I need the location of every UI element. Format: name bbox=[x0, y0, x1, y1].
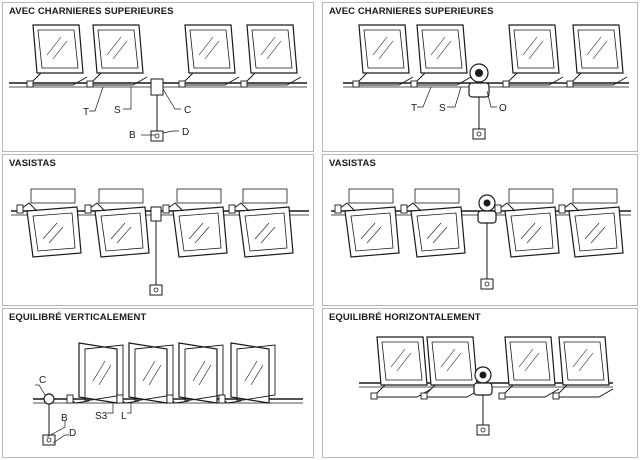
window-icon bbox=[162, 188, 228, 258]
panel-vertical-pivot: EQUILIBRÉ VERTICALEMENT bbox=[2, 308, 314, 458]
window-icon bbox=[86, 24, 148, 88]
label-s: S bbox=[114, 105, 121, 116]
window-icon bbox=[420, 336, 482, 400]
gear-motor-icon bbox=[468, 63, 490, 129]
window-icon bbox=[26, 24, 88, 88]
gear-motor-icon bbox=[473, 366, 493, 425]
top-hung-manual-diagram: T S C B D bbox=[9, 24, 307, 142]
window-icon bbox=[178, 24, 240, 88]
label-d: D bbox=[69, 428, 76, 439]
vertical-pivot-diagram: C S3 L B D bbox=[33, 342, 303, 446]
window-icon bbox=[498, 336, 560, 400]
label-b: B bbox=[129, 130, 136, 141]
window-icon bbox=[166, 342, 224, 404]
label-o: O bbox=[499, 103, 507, 114]
window-icon bbox=[116, 342, 174, 404]
leader-lines bbox=[89, 86, 181, 136]
label-d: D bbox=[182, 127, 189, 138]
window-icon bbox=[84, 188, 150, 258]
wall-plate-icon bbox=[149, 284, 163, 296]
window-icon bbox=[558, 188, 624, 258]
window-icon bbox=[400, 188, 466, 258]
window-icon bbox=[66, 342, 124, 404]
pulley-icon bbox=[43, 393, 55, 435]
label-b: B bbox=[61, 413, 68, 424]
panel-top-hung-manual: AVEC CHARNIERES SUPERIEURES bbox=[2, 2, 314, 152]
leader-lines bbox=[35, 384, 132, 444]
wall-plate-icon bbox=[480, 278, 494, 290]
window-icon bbox=[552, 336, 614, 400]
top-hung-motor-diagram: T S O bbox=[343, 24, 629, 140]
panel-top-hung-motor: AVEC CHARNIERES SUPERIEURES bbox=[322, 2, 638, 152]
window-icon bbox=[352, 24, 414, 88]
window-icon bbox=[228, 188, 294, 258]
panel-bottom-hung-manual: VASISTAS bbox=[2, 154, 314, 306]
label-c: C bbox=[39, 375, 46, 386]
window-icon bbox=[502, 24, 564, 88]
gear-motor-icon bbox=[477, 194, 497, 279]
window-icon bbox=[494, 188, 560, 258]
panel-title: AVEC CHARNIERES SUPERIEURES bbox=[9, 6, 174, 17]
wall-plate-icon bbox=[476, 424, 490, 436]
wall-plate-icon bbox=[42, 434, 56, 446]
gearbox bbox=[150, 78, 164, 131]
window-icon bbox=[16, 188, 82, 258]
label-c: C bbox=[184, 105, 191, 116]
gearbox bbox=[150, 206, 162, 285]
window-icon bbox=[334, 188, 400, 258]
panel-bottom-hung-motor: VASISTAS bbox=[322, 154, 638, 306]
bottom-hung-motor-diagram bbox=[331, 188, 631, 290]
label-s3: S3 bbox=[95, 411, 108, 422]
label-s: S bbox=[439, 103, 446, 114]
panel-title: AVEC CHARNIERES SUPERIEURES bbox=[329, 6, 494, 17]
window-icon bbox=[370, 336, 432, 400]
wall-plate-icon bbox=[150, 130, 164, 142]
label-t: T bbox=[83, 107, 89, 118]
wall-plate-icon bbox=[472, 128, 486, 140]
horizontal-pivot-diagram bbox=[359, 336, 614, 436]
window-icon bbox=[410, 24, 472, 88]
window-icon bbox=[566, 24, 628, 88]
panel-title: EQUILIBRÉ VERTICALEMENT bbox=[9, 312, 147, 323]
label-t: T bbox=[411, 103, 417, 114]
label-l: L bbox=[121, 411, 127, 422]
leader-lines bbox=[417, 86, 497, 108]
panel-title: VASISTAS bbox=[329, 158, 376, 169]
panel-title: EQUILIBRÉ HORIZONTALEMENT bbox=[329, 312, 481, 323]
window-icon bbox=[240, 24, 302, 88]
bottom-hung-manual-diagram bbox=[11, 188, 309, 296]
window-icon bbox=[218, 342, 276, 404]
panel-title: VASISTAS bbox=[9, 158, 56, 169]
panel-horizontal-pivot: EQUILIBRÉ HORIZONTALEMENT bbox=[322, 308, 638, 458]
